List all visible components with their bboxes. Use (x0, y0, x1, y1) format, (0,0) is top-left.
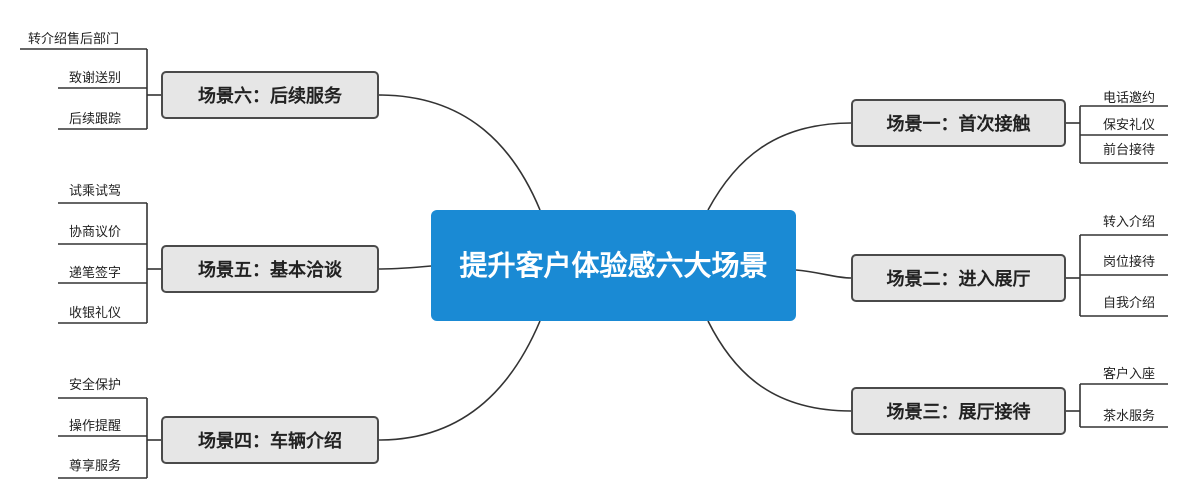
leaf-s1-front-desk[interactable]: 前台接待 (1103, 143, 1156, 158)
link-center-s2 (795, 269, 852, 279)
scene-1-first-contact[interactable]: 场景一：首次接触 (851, 99, 1066, 147)
leaf-s5-cashier-etiquette[interactable]: 收银礼仪 (69, 306, 122, 321)
leaf-s3-seat-customer[interactable]: 客户入座 (1103, 367, 1156, 382)
leaf-s4-safety-protection[interactable]: 安全保护 (69, 378, 122, 393)
leaf-s3-tea-service[interactable]: 茶水服务 (1103, 409, 1156, 424)
link-center-s6 (378, 94, 541, 211)
central-topic[interactable]: 提升客户体验感六大场景 (431, 210, 796, 321)
link-center-s1 (707, 122, 852, 211)
leaf-s2-post-reception[interactable]: 岗位接待 (1103, 255, 1156, 270)
leaf-s1-phone-invite[interactable]: 电话邀约 (1103, 91, 1156, 106)
link-center-s5 (378, 265, 432, 270)
leaf-s2-self-intro[interactable]: 自我介绍 (1103, 296, 1156, 311)
leaf-s2-transfer-intro[interactable]: 转入介绍 (1103, 215, 1156, 230)
scene-2-enter-showroom[interactable]: 场景二：进入展厅 (851, 254, 1066, 302)
leaf-s5-test-drive[interactable]: 试乘试驾 (69, 184, 122, 199)
scene-5-basic-negotiation[interactable]: 场景五：基本洽谈 (161, 245, 379, 293)
link-center-s3 (707, 320, 852, 412)
leaf-s6-thank-farewell[interactable]: 致谢送别 (69, 71, 122, 86)
leaf-s4-premium-service[interactable]: 尊享服务 (69, 459, 122, 474)
leaf-s5-price-negotiation[interactable]: 协商议价 (69, 225, 122, 240)
scene-6-follow-up-service[interactable]: 场景六：后续服务 (161, 71, 379, 119)
leaf-s6-referral-aftersales[interactable]: 转介绍售后部门 (28, 32, 120, 47)
leaf-s1-security-etiquette[interactable]: 保安礼仪 (1103, 118, 1156, 133)
scene-3-showroom-reception[interactable]: 场景三：展厅接待 (851, 387, 1066, 435)
link-center-s4 (378, 320, 541, 441)
leaf-s5-hand-pen-sign[interactable]: 递笔签字 (69, 266, 122, 281)
leaf-s4-operation-reminder[interactable]: 操作提醒 (69, 419, 122, 434)
leaf-s6-follow-up[interactable]: 后续跟踪 (69, 112, 122, 127)
scene-4-vehicle-intro[interactable]: 场景四：车辆介绍 (161, 416, 379, 464)
